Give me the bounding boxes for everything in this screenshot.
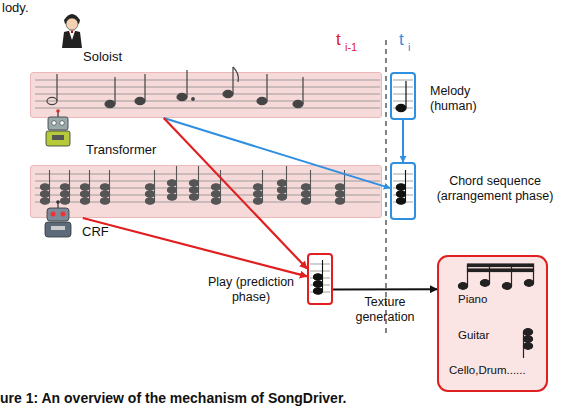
melody-step-box: Melody (human) (390, 72, 416, 120)
transformer-robot-icon (52, 121, 57, 126)
node-text: Cello,Drum...... (449, 363, 545, 378)
node-text: Play (prediction phase) (197, 275, 305, 305)
transformer-robot-icon (52, 135, 64, 140)
soloist-icon (62, 31, 82, 49)
edge-label: Texture generation (348, 295, 422, 325)
node-text: Transformer (86, 142, 186, 157)
soloist-icon (66, 18, 78, 30)
time-subscript: i (408, 41, 410, 53)
chord-step-box: Chord sequence (arrangement phase) (390, 162, 416, 220)
chord-staff-band: Transformer (30, 165, 382, 218)
soloist-icon (62, 14, 82, 48)
flow-arrow (333, 288, 437, 290)
node-text: Guitar (458, 328, 518, 343)
texture-box: PianoGuitarCello,Drum...... (437, 255, 548, 392)
figure-caption: ure 1: An overview of the mechanism of S… (0, 390, 346, 406)
node-text: Soloist (83, 49, 163, 64)
cropped-text: lody. (2, 0, 29, 15)
soloist-icon (71, 31, 73, 33)
transformer-robot-icon (48, 117, 68, 130)
soloist-icon (69, 31, 75, 40)
soloist-icon (64, 14, 80, 24)
node-text: Melody (human) (430, 84, 492, 114)
transformer-robot-icon (60, 121, 65, 126)
transformer-robot-icon (46, 131, 70, 146)
melody-staff-band: Soloist (30, 72, 382, 118)
model-name: CRF (82, 224, 109, 239)
time-symbol: t (399, 30, 404, 50)
time-symbol: t (336, 30, 341, 50)
flow-arrow (83, 218, 307, 276)
time-subscript: i-1 (345, 41, 357, 53)
crf-robot-icon (51, 226, 65, 230)
crf-robot-icon (45, 222, 71, 237)
time-divider (385, 40, 386, 335)
node-text: Piano (458, 292, 518, 307)
play-step-box: Play (prediction phase) (307, 253, 333, 305)
flow-arrow (402, 120, 404, 162)
node-text: Chord sequence (arrangement phase) (430, 174, 560, 204)
